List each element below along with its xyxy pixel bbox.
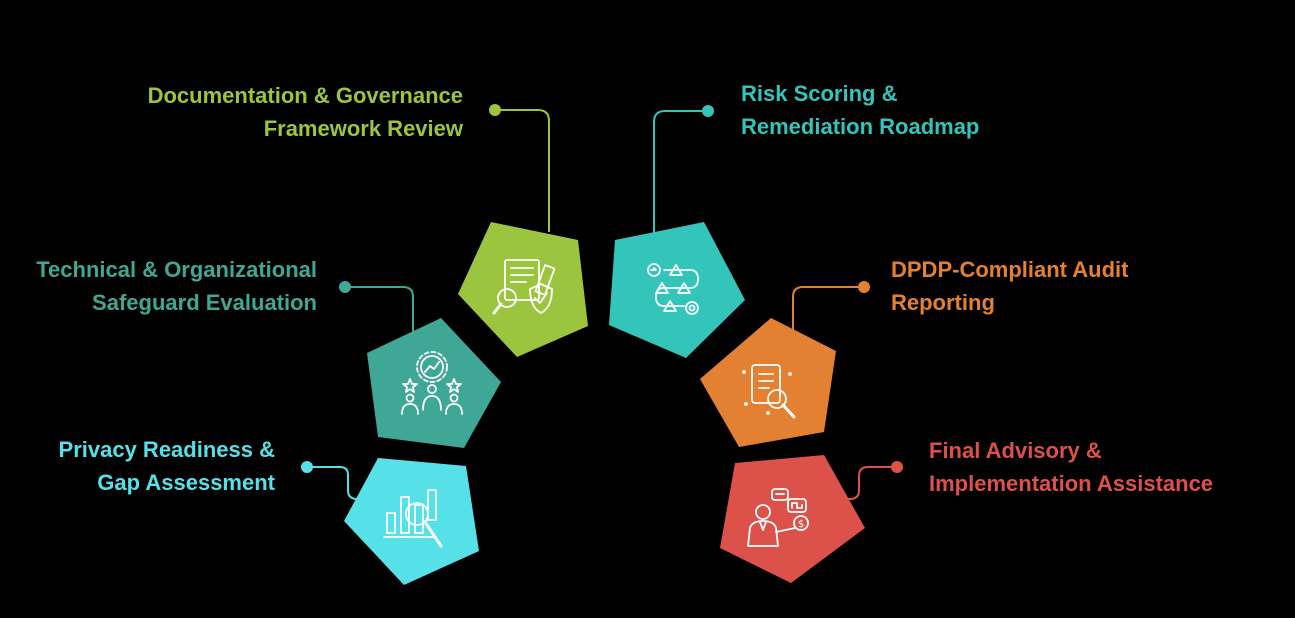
advisor-icon xyxy=(747,488,809,547)
report-magnifier-icon xyxy=(742,364,796,419)
connector-dot-technical xyxy=(339,281,351,293)
label-line: Safeguard Evaluation xyxy=(92,290,317,315)
gear-team-icon xyxy=(401,351,463,415)
connector-dot-advisory xyxy=(891,461,903,473)
label-line: Technical & Organizational xyxy=(36,257,317,282)
label-line: Documentation & Governance xyxy=(147,83,463,108)
label-line: Risk Scoring & xyxy=(741,81,898,106)
connector-dot-audit xyxy=(858,281,870,293)
connector-technical xyxy=(345,286,414,332)
connector-privacy xyxy=(307,466,370,500)
connector-dot-documentation xyxy=(489,104,501,116)
label-line: DPDP-Compliant Audit xyxy=(891,257,1129,282)
connector-advisory xyxy=(835,466,897,500)
connector-risk xyxy=(653,110,708,234)
connector-dot-risk xyxy=(702,105,714,117)
label-line: Privacy Readiness & xyxy=(58,437,275,462)
label-documentation-governance: Documentation & Governance Framework Rev… xyxy=(148,79,463,145)
label-line: Gap Assessment xyxy=(97,470,275,495)
dollar-symbol: $ xyxy=(798,519,804,530)
label-dpdp-audit: DPDP-Compliant Audit Reporting xyxy=(891,253,1129,319)
pentagon-audit xyxy=(700,318,836,447)
pentagon-risk xyxy=(609,222,745,358)
document-shield-icon xyxy=(492,259,556,315)
pentagon-advisory xyxy=(720,455,865,583)
label-technical-safeguard: Technical & Organizational Safeguard Eva… xyxy=(36,253,317,319)
connector-audit xyxy=(792,286,864,332)
label-line: Implementation Assistance xyxy=(929,471,1214,496)
connector-documentation xyxy=(495,109,550,232)
pentagon-documentation xyxy=(458,222,588,357)
pentagon-technical xyxy=(367,318,501,448)
chart-magnifier-icon xyxy=(383,489,443,548)
label-risk-scoring: Risk Scoring & Remediation Roadmap xyxy=(741,77,979,143)
connector-dot-privacy xyxy=(301,461,313,473)
label-final-advisory: Final Advisory & Implementation Assistan… xyxy=(929,434,1213,500)
label-line: Final Advisory & xyxy=(929,438,1102,463)
label-privacy-readiness: Privacy Readiness & Gap Assessment xyxy=(59,433,275,499)
label-line: Reporting xyxy=(891,290,995,315)
label-line: Framework Review xyxy=(263,116,463,141)
label-line: Remediation Roadmap xyxy=(741,114,980,139)
roadmap-warning-icon xyxy=(647,263,699,315)
pentagon-privacy xyxy=(344,458,479,585)
